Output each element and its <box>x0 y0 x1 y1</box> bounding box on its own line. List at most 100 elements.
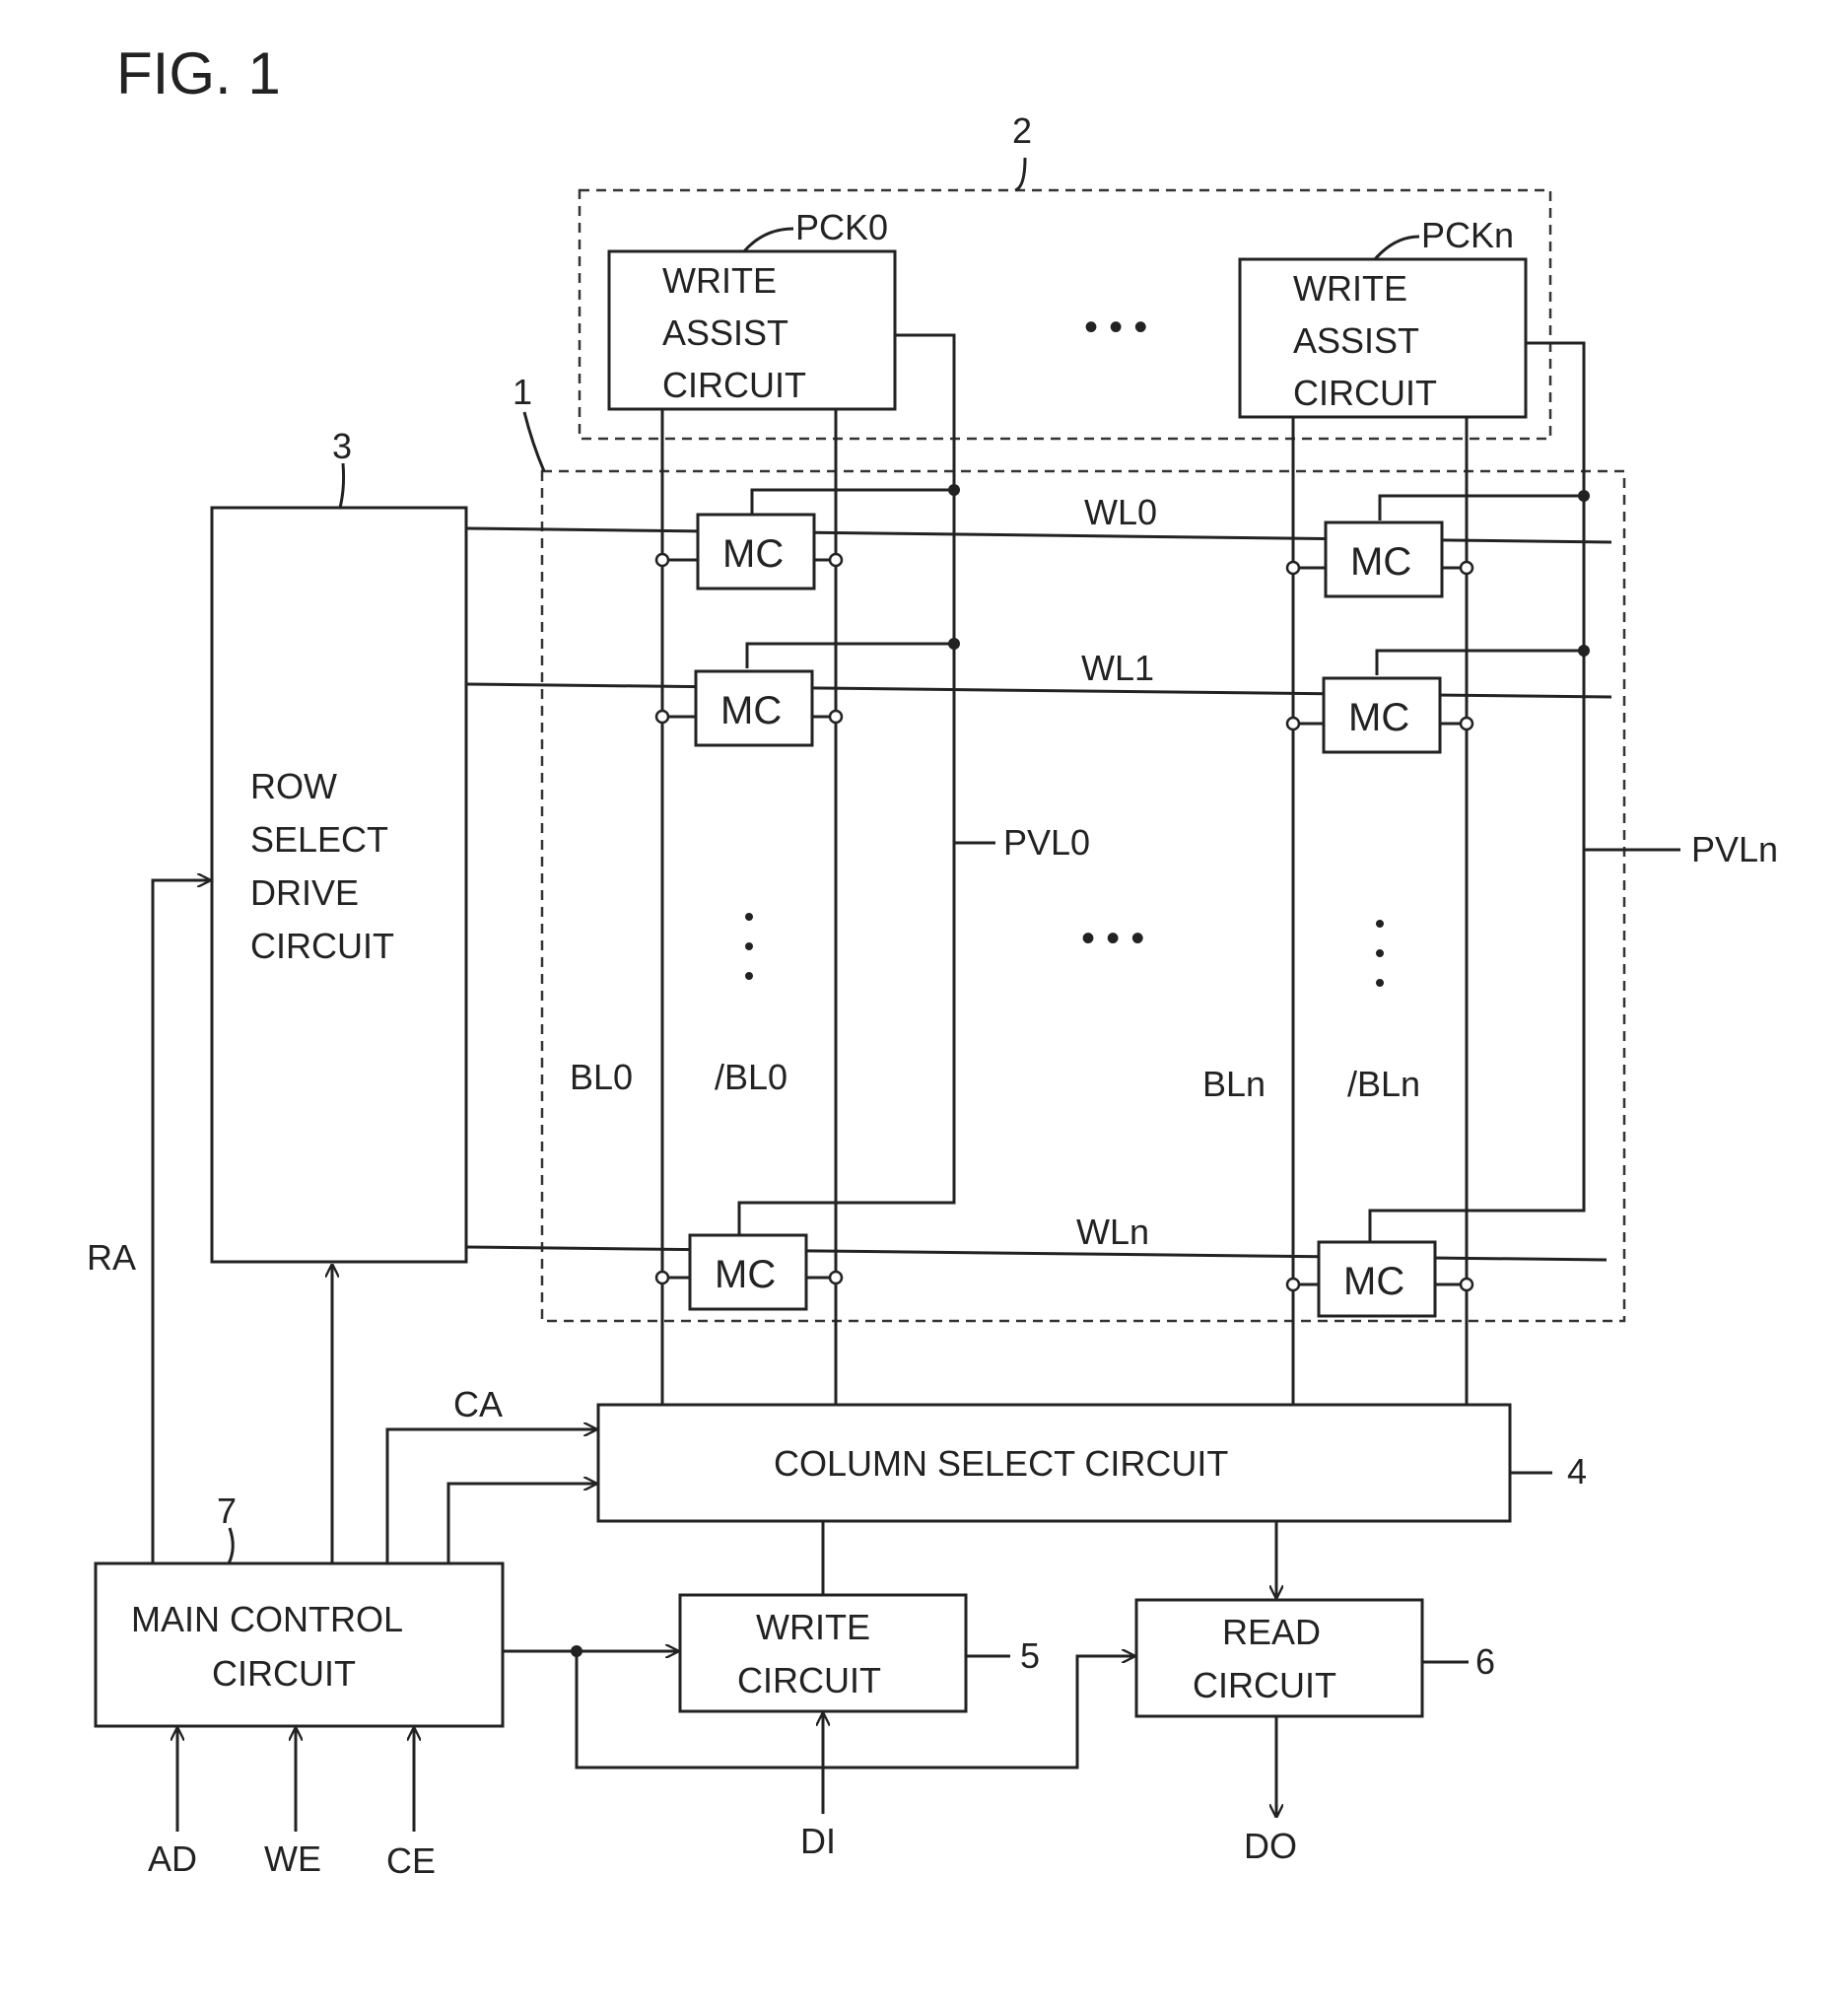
ellipsis-dot <box>1376 949 1384 957</box>
bitline-node <box>1287 1279 1299 1290</box>
label-bln-bar: /BLn <box>1347 1064 1420 1104</box>
label-bl0: BL0 <box>570 1057 633 1097</box>
bitline-node <box>1461 1279 1472 1290</box>
bitline-node <box>1461 718 1472 729</box>
row-select-line-1: ROW <box>250 766 337 806</box>
main-control-box <box>96 1563 503 1726</box>
ca-arrow <box>387 1429 596 1563</box>
ref-label-7: 7 <box>217 1491 237 1531</box>
vertical-ellipsis-coln <box>1376 920 1384 987</box>
row-select-drive-circuit: ROW SELECT DRIVE CIRCUIT 3 <box>212 426 466 1262</box>
column-select-circuit: COLUMN SELECT CIRCUIT 4 <box>598 1405 1587 1521</box>
pvln-tap-wl1 <box>1377 651 1584 675</box>
ref-label-2: 2 <box>1012 110 1032 151</box>
ref-leader-3 <box>340 463 344 508</box>
signal-ad: AD <box>148 1838 197 1879</box>
row-select-line-3: DRIVE <box>250 872 359 913</box>
ref-label-6: 6 <box>1475 1641 1495 1682</box>
mc-label: MC <box>715 1253 776 1296</box>
label-wl1: WL1 <box>1081 648 1154 688</box>
ref-leader-7 <box>229 1528 233 1563</box>
bitline-node <box>1461 562 1472 574</box>
ellipsis-dot <box>1376 979 1384 987</box>
vertical-ellipsis-col0 <box>745 913 753 980</box>
ra-arrow <box>153 880 210 1563</box>
ellipsis-dot <box>745 913 753 921</box>
memory-cell-wl0-col0: MC <box>662 515 836 589</box>
write-assist-0-name: PCK0 <box>795 207 888 247</box>
write-circuit: WRITE CIRCUIT 5 <box>680 1595 1040 1711</box>
label-bln: BLn <box>1202 1064 1266 1104</box>
label-pvl0: PVL0 <box>1003 822 1090 863</box>
main-control-line-1: MAIN CONTROL <box>131 1599 403 1639</box>
junction-nodes <box>656 484 1590 1290</box>
write-circuit-line-1: WRITE <box>756 1607 870 1647</box>
read-circuit-line-2: CIRCUIT <box>1193 1665 1336 1705</box>
write-circuit-line-2: CIRCUIT <box>737 1660 881 1700</box>
ref-label-4: 4 <box>1567 1451 1587 1491</box>
pckn-leader <box>1375 237 1419 259</box>
pck0-leader <box>744 229 793 251</box>
mc-label: MC <box>1348 696 1409 739</box>
memory-array-outline <box>542 471 1624 1321</box>
write-assist-n-name: PCKn <box>1421 215 1514 255</box>
label-wln: WLn <box>1076 1212 1149 1252</box>
bitline-node <box>656 554 668 566</box>
figure-title: FIG. 1 <box>116 40 281 106</box>
junction-dot <box>948 638 960 650</box>
column-select-label: COLUMN SELECT CIRCUIT <box>774 1443 1228 1484</box>
control-to-column-select-arrow <box>448 1484 596 1563</box>
ellipsis-middle: • • • <box>1081 917 1144 960</box>
label-pvln: PVLn <box>1691 829 1778 869</box>
ellipsis-dot <box>745 972 753 980</box>
memory-cell-wl1-coln: MC <box>1293 678 1467 752</box>
bitline-node <box>830 711 842 723</box>
write-assist-0-line-2: ASSIST <box>662 312 788 353</box>
signal-do: DO <box>1244 1826 1297 1866</box>
pvln-tap-wl0 <box>1380 496 1584 520</box>
memory-cell-wln-coln: MC <box>1293 1242 1467 1316</box>
main-control-circuit: MAIN CONTROL CIRCUIT 7 <box>96 1491 503 1726</box>
memory-cell-wln-col0: MC <box>662 1235 836 1309</box>
ref-leader-1 <box>524 412 544 471</box>
memory-cell-wl0-coln: MC <box>1293 522 1467 596</box>
ref-leader-2 <box>1015 158 1025 190</box>
ref-label-3: 3 <box>332 426 352 466</box>
mc-label: MC <box>1343 1260 1404 1303</box>
main-control-line-2: CIRCUIT <box>212 1653 356 1694</box>
bitline-node <box>656 711 668 723</box>
row-select-line-4: CIRCUIT <box>250 926 394 966</box>
signal-ca: CA <box>453 1384 503 1424</box>
label-wl0: WL0 <box>1084 492 1157 532</box>
pvl0-tap-wl0 <box>752 490 954 515</box>
label-bl0-bar: /BL0 <box>715 1057 787 1097</box>
mc-label: MC <box>722 532 784 576</box>
ellipsis-dot <box>745 942 753 950</box>
write-assist-circuit-n: WRITE ASSIST CIRCUIT PCKn <box>1240 215 1526 417</box>
ellipsis-top: • • • <box>1084 306 1147 349</box>
bitline-node <box>1287 718 1299 729</box>
read-circuit: READ CIRCUIT 6 <box>1136 1600 1495 1716</box>
signal-ra: RA <box>87 1237 136 1278</box>
bitline-node <box>830 554 842 566</box>
bitline-node <box>656 1272 668 1283</box>
read-circuit-line-1: READ <box>1222 1612 1321 1652</box>
write-assist-0-line-3: CIRCUIT <box>662 365 806 405</box>
memory-cell-wl1-col0: MC <box>662 671 836 745</box>
write-assist-circuit-0: WRITE ASSIST CIRCUIT PCK0 <box>609 207 895 409</box>
row-select-line-2: SELECT <box>250 819 388 860</box>
write-assist-n-line-3: CIRCUIT <box>1293 373 1437 413</box>
write-assist-0-line-1: WRITE <box>662 260 777 301</box>
ref-label-5: 5 <box>1020 1635 1040 1676</box>
junction-dot <box>1578 490 1590 502</box>
signal-di: DI <box>800 1821 836 1861</box>
power-line-pvln <box>1370 343 1584 1242</box>
signal-ce: CE <box>386 1840 436 1881</box>
pvl0-tap-wl1 <box>747 644 954 668</box>
ref-label-1: 1 <box>513 372 532 412</box>
write-assist-n-line-2: ASSIST <box>1293 320 1419 361</box>
signal-we: WE <box>264 1838 321 1879</box>
junction-dot <box>1578 645 1590 657</box>
mc-label: MC <box>1350 540 1411 584</box>
